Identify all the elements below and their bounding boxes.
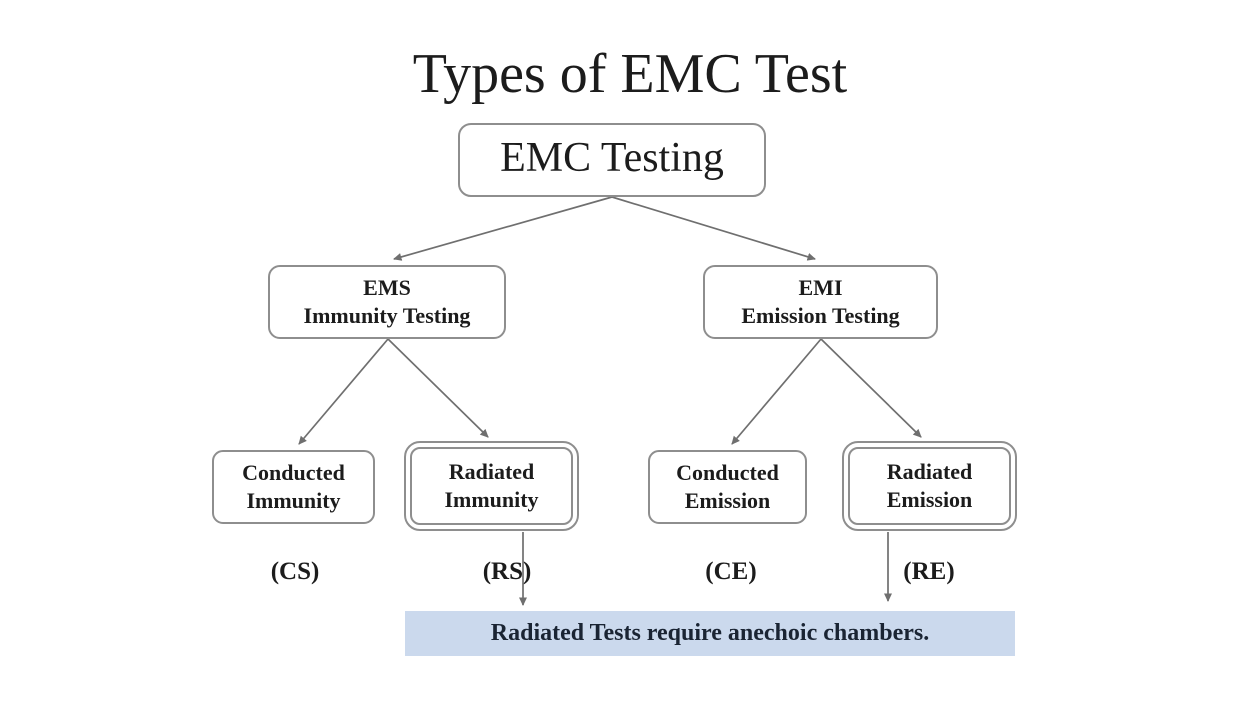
node-ems-line2: Immunity Testing	[303, 303, 471, 328]
node-radiated-immunity-line1: Radiated	[448, 459, 535, 484]
node-emi-line1: EMI	[798, 275, 843, 300]
edge-ems-to-conducted-immunity	[298, 338, 389, 445]
node-radiated-immunity-outer: Radiated Immunity	[404, 441, 579, 531]
abbr-ce: (CE)	[705, 558, 757, 585]
abbr-re: (RE)	[903, 558, 955, 585]
node-conducted-emission: Conducted Emission	[648, 450, 807, 524]
edge-root-to-emi	[611, 196, 816, 261]
edge-emi-to-conducted-emission	[731, 338, 822, 445]
node-conducted-immunity-line1: Conducted	[242, 460, 345, 485]
node-ems-line1: EMS	[363, 275, 411, 300]
node-conducted-immunity: Conducted Immunity	[212, 450, 375, 524]
node-emc-testing: EMC Testing	[458, 123, 766, 197]
node-radiated-emission-line2: Emission	[886, 487, 973, 512]
note-banner: Radiated Tests require anechoic chambers…	[405, 611, 1015, 656]
edge-emi-to-radiated-emission	[820, 338, 922, 438]
diagram-title: Types of EMC Test	[412, 43, 848, 105]
node-radiated-emission: Radiated Emission	[848, 447, 1011, 525]
edge-ems-to-radiated-immunity	[387, 338, 489, 438]
note-banner-text: Radiated Tests require anechoic chambers…	[490, 620, 930, 646]
edge-root-to-ems	[393, 196, 613, 261]
node-emi-emission-testing: EMI Emission Testing	[703, 265, 938, 339]
node-conducted-immunity-line2: Immunity	[246, 488, 341, 513]
node-radiated-emission-outer: Radiated Emission	[842, 441, 1017, 531]
node-radiated-immunity-line2: Immunity	[444, 487, 539, 512]
node-emi-line2: Emission Testing	[741, 303, 900, 328]
node-ems-immunity-testing: EMS Immunity Testing	[268, 265, 506, 339]
abbr-rs: (RS)	[482, 558, 532, 585]
node-conducted-emission-line2: Emission	[684, 488, 771, 513]
node-conducted-emission-line1: Conducted	[676, 460, 779, 485]
abbr-cs: (CS)	[270, 558, 320, 585]
node-radiated-emission-line1: Radiated	[886, 459, 973, 484]
node-radiated-immunity: Radiated Immunity	[410, 447, 573, 525]
node-emc-testing-label: EMC Testing	[500, 135, 724, 181]
